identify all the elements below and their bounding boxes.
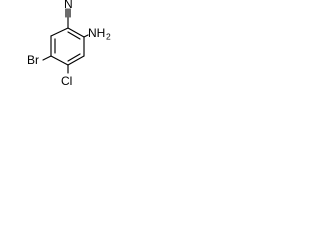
amine-subscript: 2 bbox=[106, 31, 111, 41]
bromo-label: Br bbox=[27, 53, 39, 67]
ring-bond-1 bbox=[50, 27, 69, 37]
ring-double-bond-inner-2 bbox=[67, 53, 81, 62]
amine-bond bbox=[83, 34, 89, 38]
chloro-label: Cl bbox=[61, 74, 72, 88]
ring-bond-2 bbox=[67, 27, 85, 38]
nitrile-n-label: N bbox=[64, 0, 73, 11]
ring-bond-4 bbox=[67, 55, 85, 66]
ring-double-bond-inner-1 bbox=[67, 31, 81, 40]
ring-bond-5 bbox=[50, 55, 69, 66]
bromo-bond bbox=[42, 55, 52, 61]
amine-label: NH bbox=[88, 26, 105, 40]
molecule-structure: N NH 2 Br Cl bbox=[27, 0, 111, 88]
